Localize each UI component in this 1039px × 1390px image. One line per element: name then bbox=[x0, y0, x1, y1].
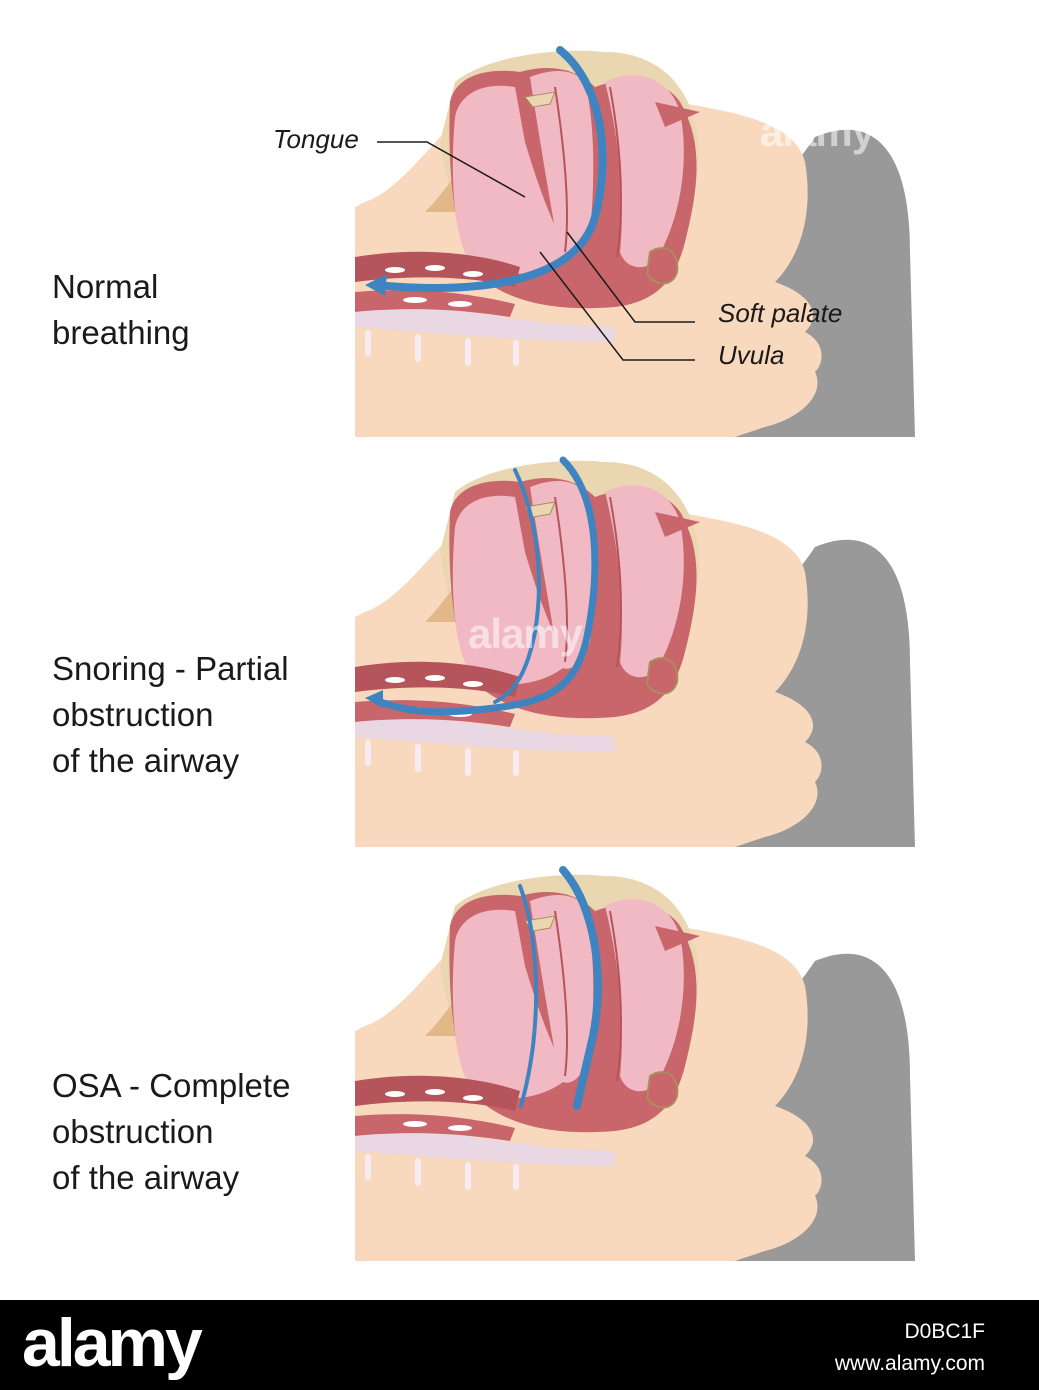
panel-label-line: Normal bbox=[52, 268, 159, 305]
watermark: alamy bbox=[760, 108, 875, 155]
footer-url: www.alamy.com bbox=[834, 1352, 985, 1375]
callout-soft-palate: Soft palate bbox=[718, 298, 843, 328]
airflow-arrow-narrow bbox=[493, 468, 541, 704]
panel-label-line: of the airway bbox=[52, 742, 240, 779]
diagram-normal-breathing bbox=[355, 42, 915, 437]
panel-label-line: obstruction bbox=[52, 1113, 214, 1150]
panel-label-snoring: Snoring - Partial obstruction of the air… bbox=[52, 646, 289, 784]
callout-uvula: Uvula bbox=[718, 340, 785, 370]
arrowhead-icon bbox=[365, 274, 387, 296]
watermark: alamy bbox=[760, 900, 875, 947]
footer-image-id: D0BC1F bbox=[904, 1320, 985, 1343]
airflow-arrow bbox=[559, 866, 602, 1110]
tongue-leader-line bbox=[377, 141, 526, 198]
panel-label-line: Snoring - Partial bbox=[52, 650, 289, 687]
airflow-arrow-narrow bbox=[518, 884, 539, 1108]
airflow-arrow bbox=[371, 456, 599, 716]
diagram-osa bbox=[355, 866, 915, 1261]
callout-tongue: Tongue bbox=[273, 124, 359, 154]
footer-logo: alamy bbox=[22, 1305, 203, 1381]
panel-label-line: of the airway bbox=[52, 1159, 240, 1196]
panel-label-line: obstruction bbox=[52, 696, 214, 733]
panel-label-normal: Normal breathing bbox=[52, 264, 190, 356]
diagram-snoring bbox=[355, 452, 915, 847]
airflow-arrow bbox=[371, 46, 607, 292]
watermark: alamy bbox=[468, 610, 583, 657]
panel-label-line: breathing bbox=[52, 314, 190, 351]
arrowhead-icon bbox=[365, 690, 383, 708]
panel-label-line: OSA - Complete bbox=[52, 1067, 291, 1104]
soft-palate-leader-line bbox=[566, 231, 695, 323]
footer-bar: alamy D0BC1F www.alamy.com bbox=[0, 1300, 1039, 1390]
uvula-leader-line bbox=[539, 251, 695, 361]
panel-label-osa: OSA - Complete obstruction of the airway bbox=[52, 1063, 290, 1201]
